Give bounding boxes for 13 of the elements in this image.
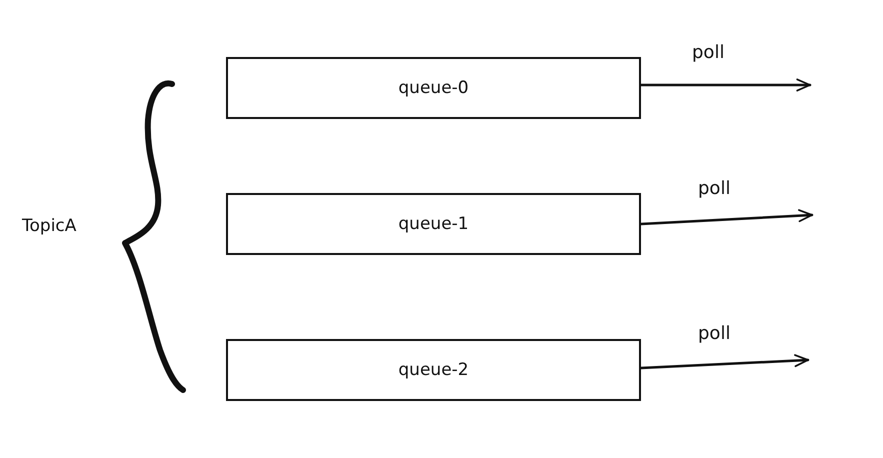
queue-box bbox=[226, 193, 641, 255]
node-text: queue-1 bbox=[398, 214, 469, 234]
edge-label: poll bbox=[692, 42, 724, 64]
edge-label: poll bbox=[698, 178, 730, 200]
queue-box bbox=[226, 339, 641, 401]
node-text: queue-2 bbox=[398, 360, 469, 380]
arrow bbox=[640, 354, 810, 370]
arrow bbox=[640, 78, 812, 92]
node-text: queue-0 bbox=[398, 78, 469, 98]
topic-label: TopicA bbox=[22, 216, 76, 236]
edge-label: poll bbox=[698, 323, 730, 345]
arrow bbox=[640, 209, 814, 226]
queue-box bbox=[226, 57, 641, 119]
